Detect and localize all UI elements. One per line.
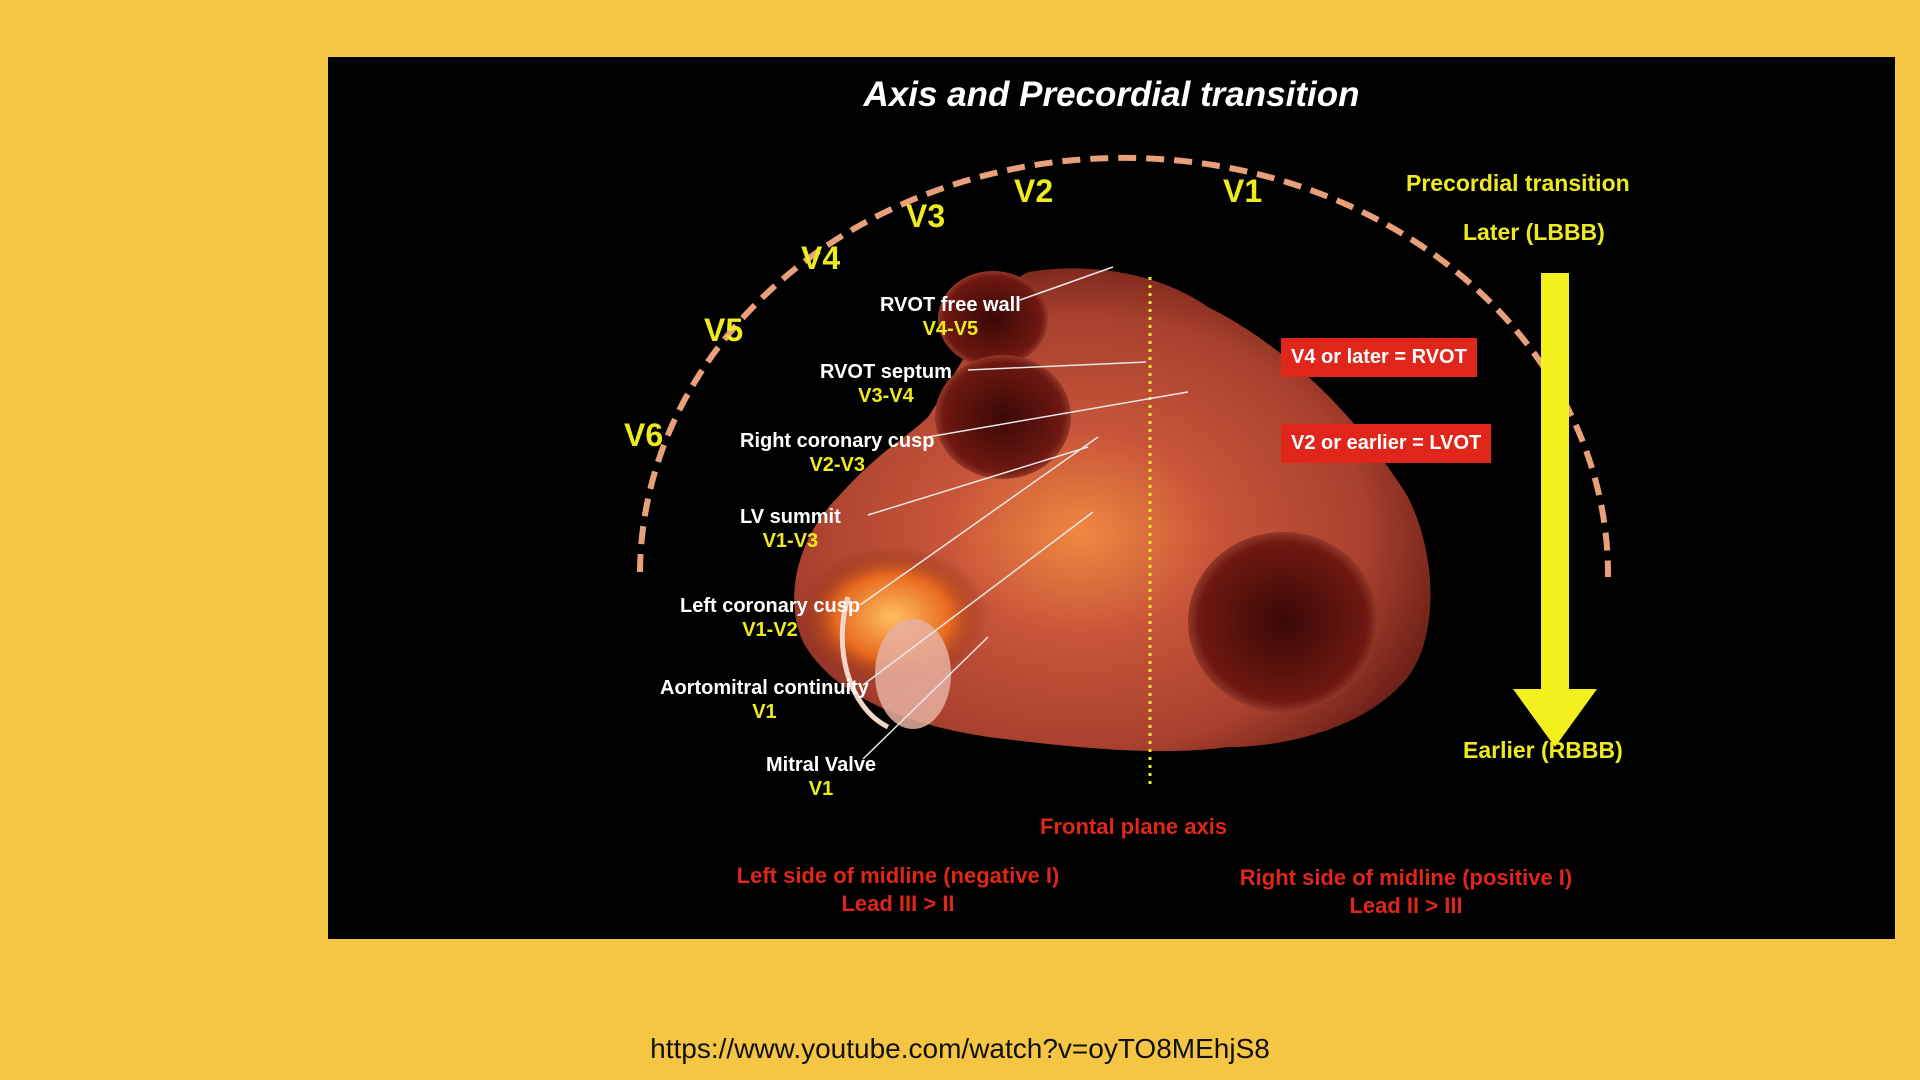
lead-label-v5: V5 <box>704 312 744 348</box>
aortic-root <box>935 355 1071 479</box>
transition-arrow-head <box>1513 689 1597 747</box>
lead-label-v1: V1 <box>1223 173 1263 209</box>
axis-heading: Frontal plane axis <box>1040 814 1228 839</box>
axis-right-side: Right side of midline (positive I) Lead … <box>1239 865 1573 918</box>
lead-label-v4: V4 <box>801 240 841 276</box>
axis-left-side: Left side of midline (negative I) Lead I… <box>736 863 1060 916</box>
transition-later: Later (LBBB) <box>1463 219 1605 245</box>
source-url: https://www.youtube.com/watch?v=oyTO8MEh… <box>650 1033 1270 1064</box>
transition-earlier: Earlier (RBBB) <box>1463 737 1623 763</box>
slide-title: Axis and Precordial transition <box>863 75 1360 114</box>
transition-heading: Precordial transition <box>1406 170 1630 196</box>
transition-arrow-shaft <box>1541 273 1569 693</box>
slide-image: Axis and Precordial transition V6 V5 V4 … <box>328 57 1895 939</box>
lvot-badge: V2 or earlier = LVOT <box>1281 424 1492 463</box>
left-chamber <box>1188 532 1378 712</box>
heart-diagram <box>637 154 1612 787</box>
lead-label-v3: V3 <box>906 198 946 234</box>
rvot-chamber <box>938 271 1048 367</box>
rvot-badge: V4 or later = RVOT <box>1281 338 1477 377</box>
lead-label-v2: V2 <box>1014 173 1054 209</box>
lead-label-v6: V6 <box>624 417 664 453</box>
